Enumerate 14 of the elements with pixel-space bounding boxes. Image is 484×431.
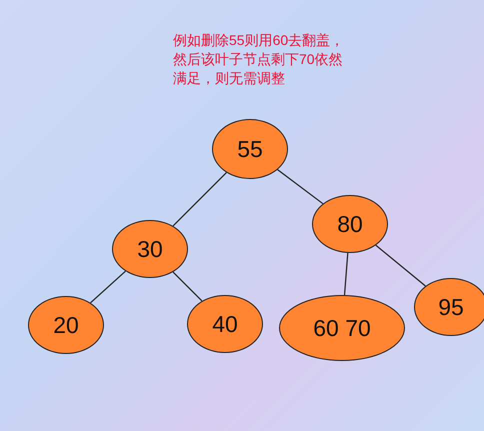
connector-line (375, 244, 426, 286)
connector-line (277, 169, 324, 204)
connector-line (172, 272, 202, 302)
connector-line (90, 270, 126, 304)
tree-node: 60 70 (279, 295, 405, 361)
tree-node: 30 (112, 220, 188, 278)
tree-node: 95 (414, 278, 484, 336)
tree-node: 20 (28, 296, 104, 354)
tree-node: 55 (212, 119, 288, 179)
annotation-text: 例如删除55则用60去翻盖，然后该叶子节点剩下70依然满足，则无需调整 (173, 31, 346, 88)
tree-node: 80 (312, 195, 388, 253)
connector-line (172, 172, 227, 226)
connector-line (344, 252, 348, 296)
tree-node: 40 (187, 295, 263, 353)
